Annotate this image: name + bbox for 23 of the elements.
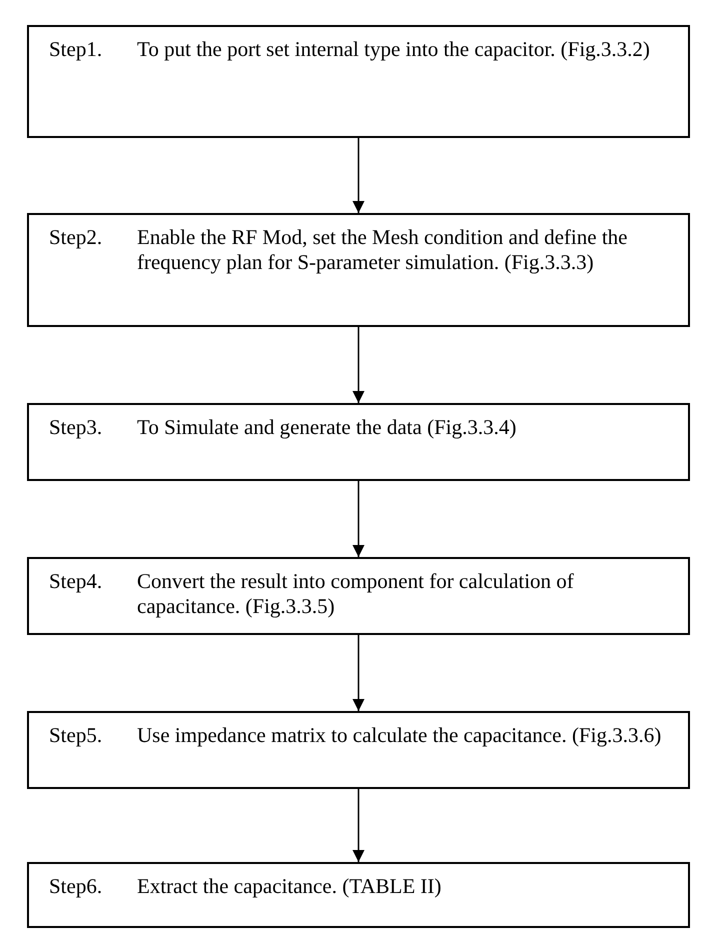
step-number: Step3. bbox=[49, 415, 104, 441]
arrow bbox=[352, 481, 364, 557]
process-box bbox=[27, 711, 690, 789]
step-description: Use impedance matrix to calculate the capacitance. (Fig.3.3.6) bbox=[137, 723, 662, 749]
step-description: Enable the RF Mod, set the Mesh condition and define the frequency plan for S-parameter simulation. (Fig.3.3.3) bbox=[137, 225, 628, 276]
process-box bbox=[27, 403, 690, 481]
step-description: To Simulate and generate the data (Fig.3.3.4) bbox=[137, 415, 518, 441]
step-number: Step1. bbox=[49, 37, 104, 63]
arrow bbox=[352, 327, 364, 403]
process-box bbox=[27, 557, 690, 635]
step-number: Step4. bbox=[49, 569, 104, 595]
step-description: Extract the capacitance. (TABLE II) bbox=[137, 874, 442, 900]
step-number: Step2. bbox=[49, 225, 104, 251]
step-description: To put the port set internal type into the capacitor. (Fig.3.3.2) bbox=[137, 37, 651, 63]
process-box bbox=[27, 213, 690, 327]
arrow bbox=[352, 138, 364, 213]
step-description: Convert the result into component for calculation of capacitance. (Fig.3.3.5) bbox=[137, 569, 575, 620]
arrow bbox=[352, 635, 364, 711]
arrow bbox=[352, 789, 364, 862]
step-number: Step6. bbox=[49, 874, 104, 900]
process-box bbox=[27, 25, 690, 138]
step-number: Step5. bbox=[49, 723, 104, 749]
process-box bbox=[27, 862, 690, 928]
